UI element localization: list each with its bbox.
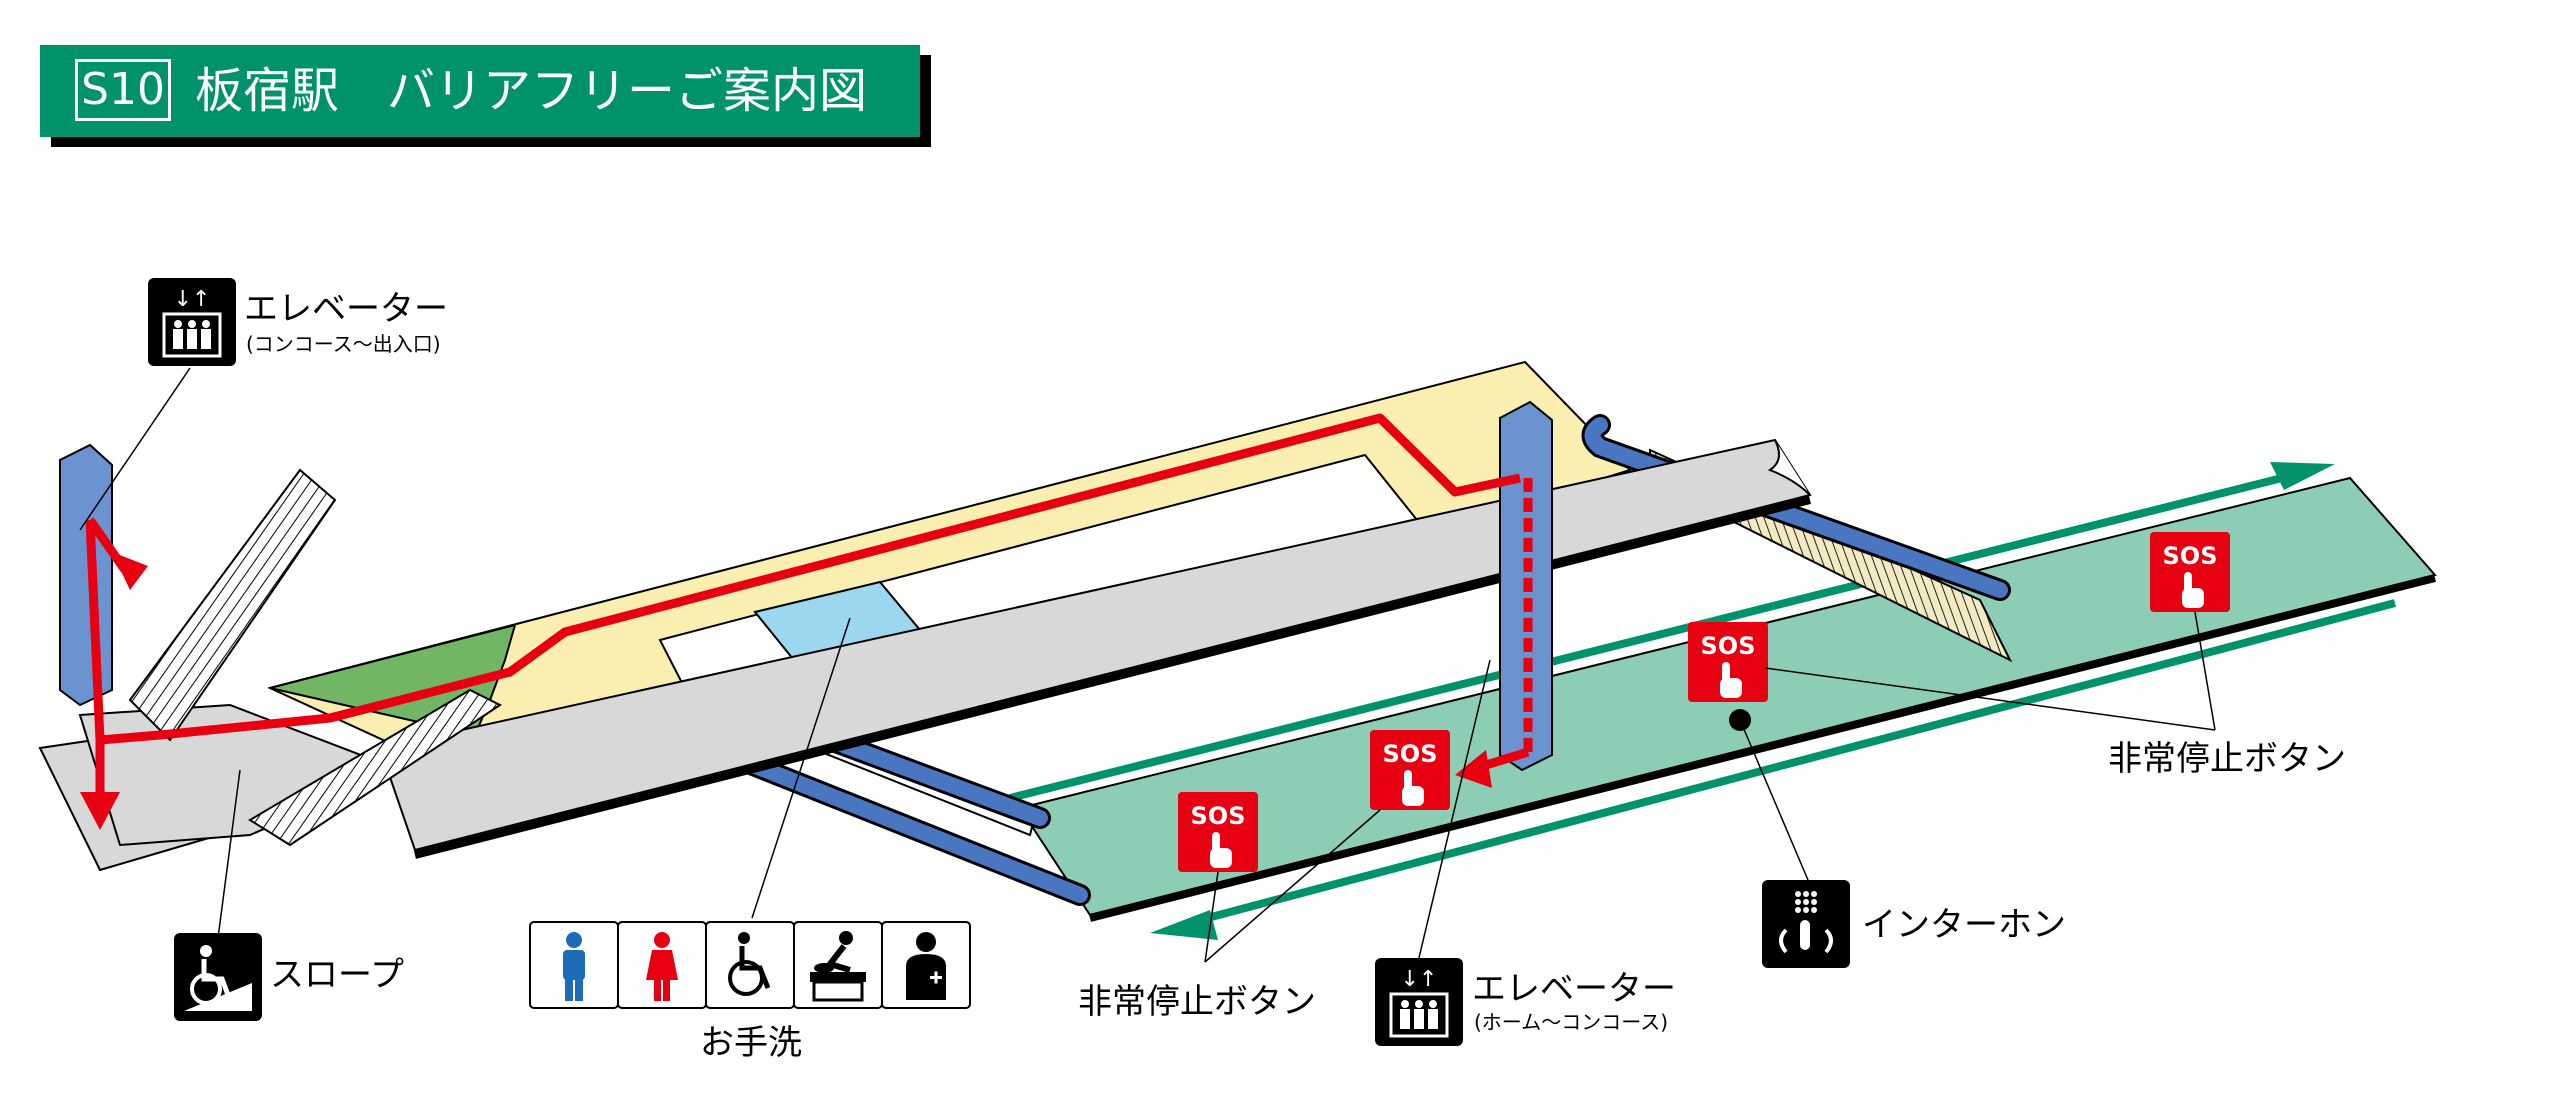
ostomate-icon [881,921,971,1009]
svg-text:↓↑: ↓↑ [1401,967,1438,992]
elevator-top-sublabel: (コンコース～出入口) [246,332,441,356]
elevator-shaft-left [59,443,113,707]
intercom-label: インターホン [1862,905,2066,945]
hand-icon [1720,662,1742,698]
hand-icon [1210,832,1232,868]
female-icon [617,921,707,1009]
page-title: 板宿駅 バリアフリーご案内図 [195,63,868,119]
route-main [85,413,1521,745]
route-arrowheads [80,552,1492,830]
hand-icon [2182,572,2204,608]
rail-lower-line [1198,599,2397,924]
restroom-label: お手洗 [700,1023,802,1063]
baby-changing-icon [793,921,883,1009]
left-stairs [128,468,502,847]
title-banner: S10 板宿駅 バリアフリーご案内図 [40,45,920,137]
rail-upper-arrowhead [2270,462,2335,490]
svg-text:↓↑: ↓↑ [174,287,211,312]
sos-button-2: SOS [1370,730,1450,810]
wheelchair-slope-icon [174,933,262,1021]
elevator-bottom-label: エレベーター [1472,969,1676,1009]
restroom-icons [529,921,971,1009]
sos-label: SOS [1383,740,1438,768]
rail-upper-line [1009,472,2291,802]
emergency-stop-label-right: 非常停止ボタン [2108,739,2346,779]
platform-edge-line [1089,574,2436,922]
wheelchair-icon [705,921,795,1009]
sos-button-1: SOS [1178,792,1258,872]
rail-lower-arrowhead [1150,910,1218,940]
sos-button-3: SOS [1688,622,1768,702]
slope-label: スロープ [270,955,404,995]
hand-icon [1402,770,1424,806]
elevator-top-label: エレベーター [244,289,448,329]
sos-label: SOS [1191,802,1246,830]
elevator-bottom-sublabel: (ホーム～コンコース) [1474,1010,1669,1034]
emergency-stop-label-left: 非常停止ボタン [1078,982,1316,1022]
elevator-icon: ↓↑ [148,278,236,366]
intercom-icon [1762,880,1850,968]
male-icon [529,921,619,1009]
sos-buttons: SOS SOS SOS SOS [1178,532,2230,872]
leader-lines [79,367,2216,963]
sos-label: SOS [1701,632,1756,660]
station-code: S10 [75,59,171,121]
sos-label: SOS [2163,542,2218,570]
sos-button-4: SOS [2150,532,2230,612]
elevator-icon: ↓↑ [1375,958,1463,1046]
